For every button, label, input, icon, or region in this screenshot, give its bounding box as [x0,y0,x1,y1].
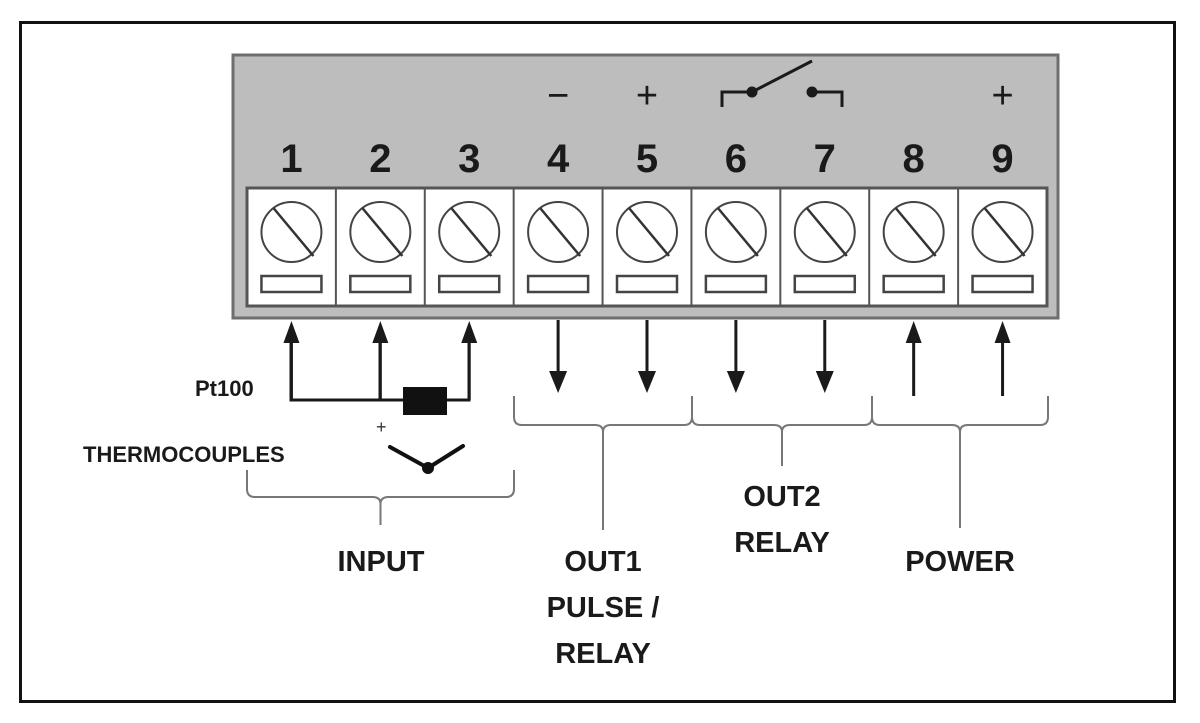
arrow-up-icon [905,321,922,396]
terminal-number: 9 [991,137,1013,181]
arrow-down-icon [726,320,745,393]
terminal-number: 4 [547,137,570,181]
out2-bracket [691,396,873,466]
screw-slot [716,207,759,257]
terminal-number: 3 [458,137,480,181]
thermocouple-plus: + [376,417,387,437]
wire-clamp [971,274,1034,294]
out2-label-line: OUT2 [743,481,820,513]
arrow-down-icon [815,320,834,393]
screw-slot [539,207,582,257]
pt100-resistor [403,387,447,415]
terminal-number: 8 [903,137,925,181]
arrow-down-icon [638,320,656,393]
thermocouple-junction-icon [388,444,465,474]
power-bracket [871,396,1049,528]
power-group-label: POWER [905,546,1015,578]
screw-slot [983,207,1026,257]
terminal-number: 5 [636,137,658,181]
terminal-number: 6 [725,137,747,181]
wire-clamp [882,274,945,294]
screw-slot [450,207,493,257]
plus-sign: + [991,75,1013,117]
wire-clamp [704,274,768,294]
input-group-label: INPUT [338,546,425,578]
terminal-number: 7 [814,137,836,181]
wire-clamp [437,274,501,294]
wire-clamp [615,274,679,294]
terminal-1 [260,201,323,294]
arrow-down-icon [549,320,568,393]
out1-label-line: RELAY [555,638,651,670]
terminal-5 [601,188,679,306]
wire-clamp [526,274,590,294]
power-label-line: POWER [905,546,1015,578]
terminal-8 [868,188,945,306]
plus-sign: + [636,75,658,117]
terminal-9 [957,188,1034,306]
thermocouples-label: THERMOCOUPLES [83,442,285,467]
pt100-label: Pt100 [195,376,254,401]
out1-label-line: PULSE / [547,592,660,624]
screw-slot [361,207,404,257]
wire-clamp [349,274,412,294]
screw-slot [805,207,848,257]
terminal-number: 2 [369,137,391,181]
screw-slot [894,207,937,257]
out1-label-line: OUT1 [564,546,641,578]
terminal-7 [779,188,857,306]
screw-slot [272,207,315,257]
terminal-4 [512,188,590,306]
screw-slot [628,207,670,257]
relay-contact-symbol [720,59,844,107]
minus-sign: − [547,75,569,117]
out2-label-line: RELAY [734,527,830,559]
terminal-2 [334,188,412,306]
terminal-number: 1 [280,137,302,181]
wire-clamp [260,274,323,294]
input-bracket [246,470,515,525]
pt100-wiring [289,330,471,402]
out1-bracket [513,396,693,530]
wire-clamp [793,274,857,294]
arrow-up-icon [994,321,1011,396]
terminal-3 [423,188,501,306]
terminal-6 [690,188,768,306]
